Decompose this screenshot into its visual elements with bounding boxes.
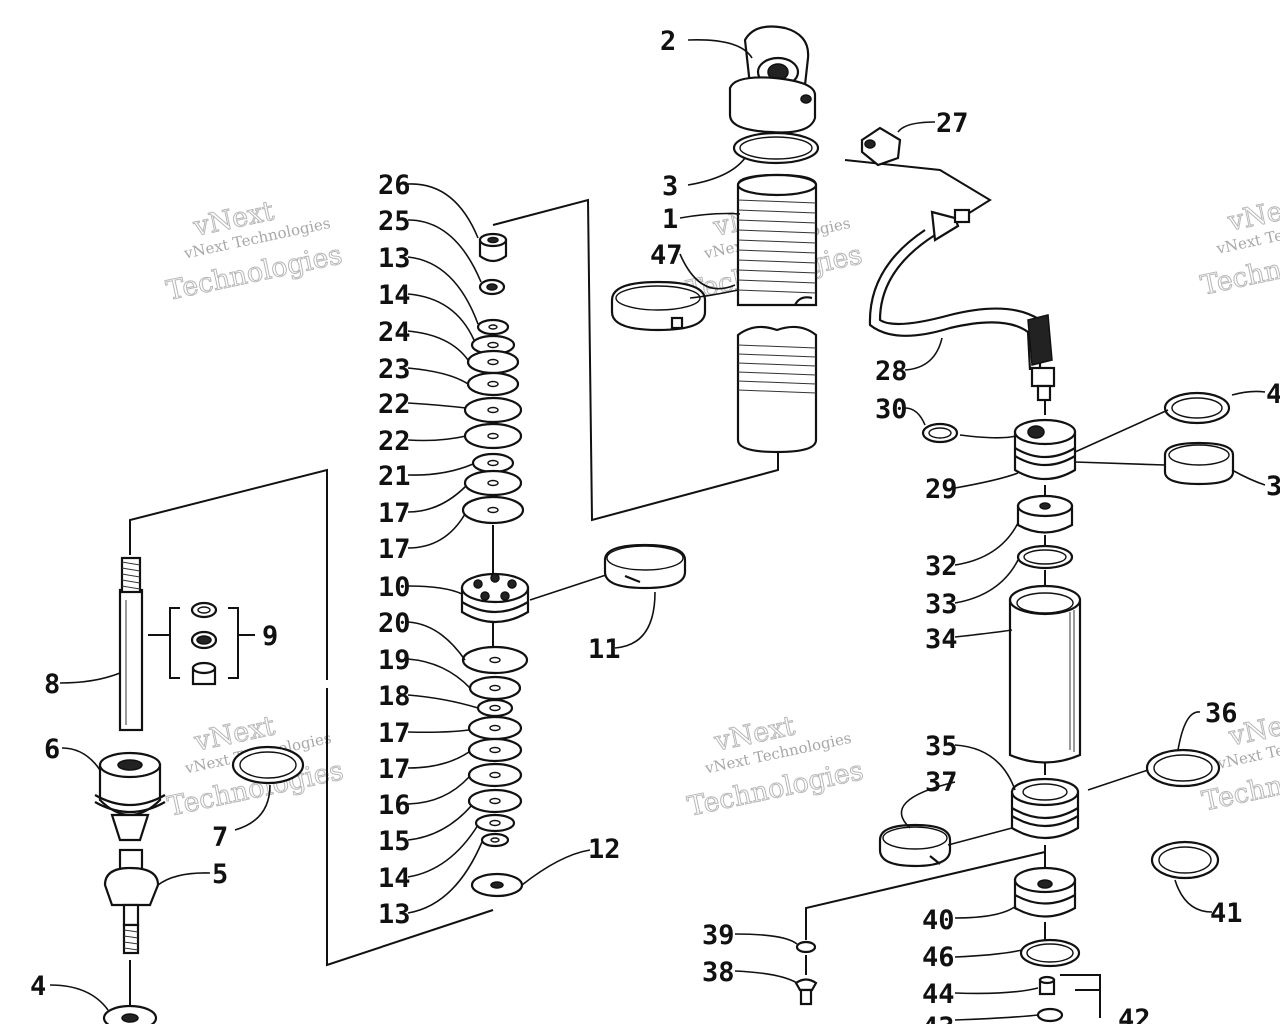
part-39-washer (795, 940, 817, 954)
part-27-fitting (860, 126, 902, 167)
callout-36: 36 (1205, 698, 1238, 729)
callout-3: 3 (662, 171, 678, 202)
callout-47: 47 (650, 240, 683, 271)
part-7-seal-ring (231, 745, 305, 785)
callout-37: 37 (925, 767, 958, 798)
callout-31: 31 (1266, 471, 1280, 502)
callout-14-bottom: 14 (378, 863, 411, 894)
callout-9: 9 (262, 621, 278, 652)
callout-34: 34 (925, 624, 958, 655)
part-37-snap-ring (878, 823, 952, 868)
part-12-end-washer (470, 872, 524, 898)
callout-39: 39 (702, 920, 735, 951)
part-30-o-ring (921, 422, 959, 444)
callout-17-a: 17 (378, 498, 411, 529)
part-6-rod-end-assembly (94, 751, 166, 842)
callout-labels: 2 27 3 1 47 28 30 48 31 29 32 33 34 36 3… (30, 26, 1280, 1024)
callout-10: 10 (378, 572, 411, 603)
callout-30: 30 (875, 394, 908, 425)
callout-21: 21 (378, 461, 411, 492)
part-25-washer (478, 278, 506, 296)
callout-40: 40 (922, 905, 955, 936)
part-3-o-ring (732, 131, 820, 165)
part-31-ring (1163, 441, 1235, 486)
callout-22-b: 22 (378, 426, 411, 457)
part-9-bushings (148, 601, 255, 686)
callout-1: 1 (662, 204, 678, 235)
callout-41: 41 (1210, 898, 1243, 929)
shim-stack-upper (461, 318, 525, 525)
callout-46: 46 (922, 942, 955, 973)
part-47-locking-ring (610, 280, 707, 332)
callout-25: 25 (378, 206, 411, 237)
watermark-left-top: vNext vNext Technologies Technologies (163, 195, 345, 307)
callout-43: 43 (922, 1012, 955, 1024)
part-26-nut (478, 232, 508, 263)
part-36-seal (1145, 748, 1221, 788)
part-34-reservoir-tube (1008, 584, 1082, 764)
callout-48: 48 (1266, 379, 1280, 410)
part-41-seal (1150, 840, 1220, 880)
callout-19: 19 (378, 645, 411, 676)
callout-20: 20 (378, 608, 411, 639)
part-10-piston (460, 572, 530, 623)
part-28-hose (868, 208, 1056, 402)
callout-14-top: 14 (378, 280, 411, 311)
callout-27: 27 (936, 108, 969, 139)
part-44-valve-core (1038, 975, 1056, 996)
part-40-bottom-cap (1013, 866, 1077, 918)
watermark-center-bottom: vNext vNext Technologies Technologies (684, 710, 866, 823)
callout-35: 35 (925, 731, 958, 762)
callout-11: 11 (588, 634, 621, 665)
callout-7: 7 (212, 822, 228, 853)
callout-2: 2 (660, 26, 676, 57)
callout-4: 4 (30, 971, 46, 1002)
leader-lines (49, 39, 1266, 1021)
part-46-o-ring (1019, 938, 1081, 968)
watermark-right-top: vNext vNext Technologies Technologies (1198, 190, 1280, 302)
part-11-piston-ring (603, 543, 687, 590)
callout-24: 24 (378, 317, 411, 348)
part-1-reservoir-body (736, 173, 818, 307)
part-8-piston-rod (118, 556, 144, 732)
callout-5: 5 (212, 859, 228, 890)
part-35-end-cap (1010, 777, 1080, 839)
callout-16: 16 (378, 790, 411, 821)
callout-23: 23 (378, 354, 411, 385)
callout-38: 38 (702, 957, 735, 988)
callout-42: 42 (1118, 1004, 1151, 1024)
callout-28: 28 (875, 356, 908, 387)
assembly-frame-lines (129, 159, 1101, 1018)
callout-13-top: 13 (378, 243, 411, 274)
part-29-reservoir-cap (1013, 418, 1077, 480)
callout-32: 32 (925, 551, 958, 582)
part-5-eyelet (103, 848, 160, 955)
part-48-seal (1163, 391, 1231, 425)
callout-13-bottom: 13 (378, 899, 411, 930)
callout-8: 8 (44, 669, 60, 700)
callout-22-a: 22 (378, 389, 411, 420)
part-4-washer (102, 1004, 158, 1024)
callout-44: 44 (922, 979, 955, 1010)
part-32-piston (1016, 494, 1074, 534)
callout-33: 33 (925, 589, 958, 620)
callout-18: 18 (378, 681, 411, 712)
callout-17-c: 17 (378, 718, 411, 749)
part-38-screw (794, 978, 818, 1006)
part-2-upper-eye (728, 25, 817, 134)
part-33-o-ring (1016, 544, 1074, 570)
callout-26: 26 (378, 170, 411, 201)
callout-15: 15 (378, 826, 411, 857)
callout-29: 29 (925, 474, 958, 505)
callout-12: 12 (588, 834, 621, 865)
callout-17-b: 17 (378, 534, 411, 565)
part-43-cap (1036, 1007, 1064, 1023)
callout-17-d: 17 (378, 754, 411, 785)
shim-stack-lower (461, 645, 529, 848)
shock-lower-body (736, 325, 818, 454)
callout-6: 6 (44, 734, 60, 765)
